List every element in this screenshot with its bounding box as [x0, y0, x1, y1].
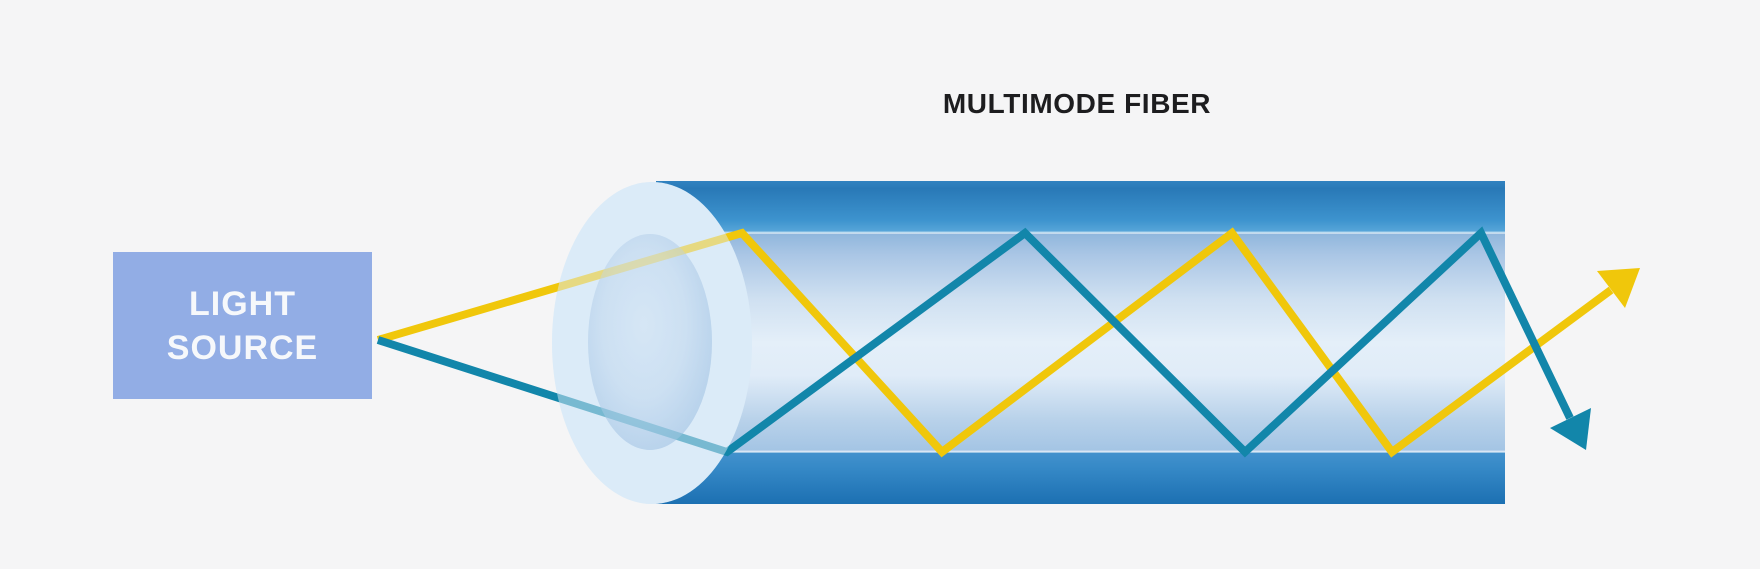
light-source-label-line2: SOURCE — [166, 328, 319, 367]
fiber-core-bottom-boundary — [656, 450, 1505, 453]
teal-ray-arrowhead — [1550, 408, 1591, 450]
fiber-core-top-boundary — [656, 231, 1505, 234]
diagram-title: MULTIMODE FIBER — [942, 88, 1212, 119]
endface-overlay-core — [588, 234, 712, 450]
light-source-label-line1: LIGHT — [189, 284, 296, 323]
light-source-box: LIGHT SOURCE — [113, 252, 372, 399]
fiber-jacket-bottom — [656, 452, 1505, 504]
yellow-ray-arrowhead — [1597, 268, 1640, 308]
fiber-jacket-top — [656, 181, 1505, 233]
